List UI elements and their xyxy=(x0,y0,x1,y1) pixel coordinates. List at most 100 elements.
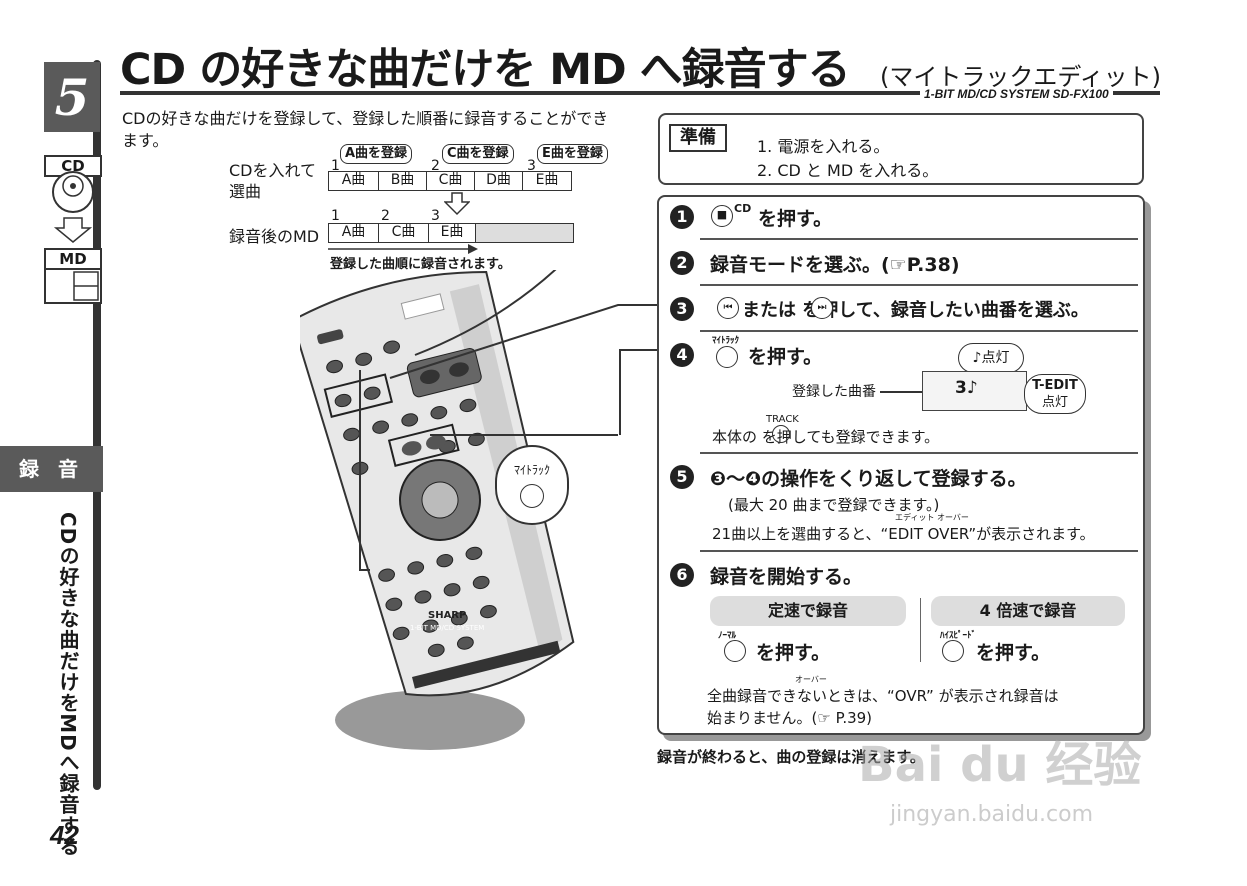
lcd-display xyxy=(922,371,1027,411)
step-2-number: 2 xyxy=(670,251,694,275)
md-label: MD xyxy=(44,248,102,270)
cd-track-bar: A曲 B曲 C曲 D曲 E曲 xyxy=(328,171,572,191)
tag-register: A曲を登録 xyxy=(340,144,413,164)
normal-key-label: ﾉｰﾏﾙ xyxy=(718,631,737,641)
page-title: CD の好きな曲だけを MD へ録音する xyxy=(120,45,851,95)
divider xyxy=(700,330,1138,332)
step-3-text: または を押して、録音したい曲番を選ぶ。 xyxy=(742,300,1089,321)
cd-track: E曲 xyxy=(522,171,572,191)
md-num: 2 xyxy=(381,208,390,224)
cd-track: C曲 xyxy=(426,171,474,191)
step-6-number: 6 xyxy=(670,563,694,587)
step-5-note-2: 21曲以上を選曲すると、“EDIT OVER”が表示されます。 xyxy=(712,525,1095,543)
fast-key-icon xyxy=(942,640,964,662)
model-name: 1-BIT MD/CD SYSTEM SD-FX100 xyxy=(920,87,1113,101)
step-5-number: 5 xyxy=(670,465,694,489)
cd-select-label: 選曲 xyxy=(229,182,262,201)
md-track: E曲 xyxy=(428,223,476,243)
tag-num: 1 xyxy=(331,158,340,174)
md-track: C曲 xyxy=(378,223,428,243)
fast-key-label: ﾊｲｽﾋﾟｰﾄﾞ xyxy=(940,631,977,641)
record-order-arrow xyxy=(328,244,478,254)
cd-track: B曲 xyxy=(378,171,426,191)
registered-track-label: 登録した曲番 xyxy=(792,384,876,400)
intro-text: CDの好きな曲だけを登録して、登録した順番に録音することができます。 xyxy=(122,109,609,150)
page-number: 42 xyxy=(50,820,79,850)
step-6-text: 録音を開始する。 xyxy=(710,566,863,588)
step-1-text: を押す。 xyxy=(758,208,833,230)
prep-line-2: 2. CD と MD を入れる。 xyxy=(757,161,939,180)
step-5-ruby: エディット オーバー xyxy=(895,513,969,522)
md-after-label: 録音後のMD xyxy=(229,227,320,246)
divider xyxy=(700,452,1138,454)
option-divider xyxy=(920,598,921,662)
fast-speed-label: 4 倍速で録音 xyxy=(931,596,1125,626)
prep-box xyxy=(658,113,1144,185)
step-6-note-1: 全曲録音できないときは、“OVR” が表示され録音は xyxy=(707,687,1059,705)
md-track-bar: A曲 C曲 E曲 xyxy=(328,223,476,243)
tedit-lit: 点灯 xyxy=(1041,395,1068,410)
title-rule xyxy=(120,91,1160,95)
footer-note: 録音が終わると、曲の登録は消えます。 xyxy=(657,748,925,766)
remote-control-illustration: SHARP 1-BIT MD/CD SYSTEM xyxy=(300,270,660,750)
lcd-value: 3♪ xyxy=(955,378,978,398)
diagram-caption: 登録した曲順に録音されます。 xyxy=(330,257,511,272)
pointer-line xyxy=(880,391,922,393)
cd-track: D曲 xyxy=(474,171,522,191)
divider xyxy=(700,550,1138,552)
baidu-watermark-url: jingyan.baidu.com xyxy=(890,802,1094,827)
step-4-note: 本体の を押しても登録できます。 xyxy=(712,428,940,446)
step-1-number: 1 xyxy=(670,205,694,229)
md-track: A曲 xyxy=(328,223,378,243)
skip-back-icon: ⏮ xyxy=(717,297,739,319)
cd-key-sup: CD xyxy=(734,202,752,215)
tag-register: C曲を登録 xyxy=(442,144,514,164)
tedit-lit-callout: T-EDIT 点灯 xyxy=(1024,374,1086,414)
step-4-text: を押す。 xyxy=(748,346,823,368)
normal-action: を押す。 xyxy=(756,642,831,664)
step-4-number: 4 xyxy=(670,343,694,367)
track-key-label: TRACK xyxy=(766,414,799,425)
tag-num: 3 xyxy=(527,158,536,174)
md-num: 1 xyxy=(331,208,340,224)
divider xyxy=(700,238,1138,240)
skip-forward-icon: ⏭ xyxy=(811,297,833,319)
myrack-callout-label: ﾏｲﾄﾗｯｸ xyxy=(513,463,550,477)
prep-line-1: 1. 電源を入れる。 xyxy=(757,137,890,156)
page-subtitle: (マイトラックエディット) xyxy=(880,63,1162,91)
divider xyxy=(700,284,1138,286)
step-3-number: 3 xyxy=(670,297,694,321)
step-2-text: 録音モードを選ぶ。(☞P.38) xyxy=(710,254,960,276)
md-icon xyxy=(44,268,102,304)
myrack-callout: ﾏｲﾄﾗｯｸ xyxy=(495,445,569,525)
note-lit-callout: ♪点灯 xyxy=(958,343,1024,373)
tedit-label: T-EDIT xyxy=(1032,378,1078,393)
normal-key-icon xyxy=(724,640,746,662)
remote-brand: SHARP xyxy=(428,610,466,621)
prep-label: 準備 xyxy=(669,124,727,152)
md-num: 3 xyxy=(431,208,440,224)
step-6-ruby: オーバー xyxy=(795,675,827,684)
section-vertical-title: CDの好きな曲だけをMDへ録音する xyxy=(56,512,80,857)
sidebar-bar xyxy=(93,60,101,790)
cd-insert-label: CDを入れて xyxy=(229,161,317,180)
cd-play-key-icon: ■ xyxy=(711,205,733,227)
tag-num: 2 xyxy=(431,158,440,174)
myrack-key-icon xyxy=(520,484,544,508)
baidu-watermark: Bai du 经验 xyxy=(858,737,1142,793)
cd-label: CD xyxy=(44,155,102,177)
down-arrow-icon xyxy=(444,192,470,216)
chapter-number: 5 xyxy=(44,62,100,132)
myrack-key-label: ﾏｲﾄﾗｯｸ xyxy=(712,336,740,346)
fast-action: を押す。 xyxy=(976,642,1051,664)
remote-system-label: 1-BIT MD/CD SYSTEM xyxy=(410,624,484,632)
tag-register: E曲を登録 xyxy=(537,144,608,164)
step-5-text: ❸〜❹の操作をくり返して登録する。 xyxy=(710,468,1027,490)
section-tab: 録 音 xyxy=(0,446,103,492)
step-5-note-1: (最大 20 曲まで登録できます。) xyxy=(728,496,940,514)
cd-track: A曲 xyxy=(328,171,378,191)
cd-to-md-icon xyxy=(52,171,94,243)
track-key-icon xyxy=(772,425,790,443)
normal-speed-label: 定速で録音 xyxy=(710,596,906,626)
step-6-note-2: 始まりません。(☞ P.39) xyxy=(707,709,873,727)
